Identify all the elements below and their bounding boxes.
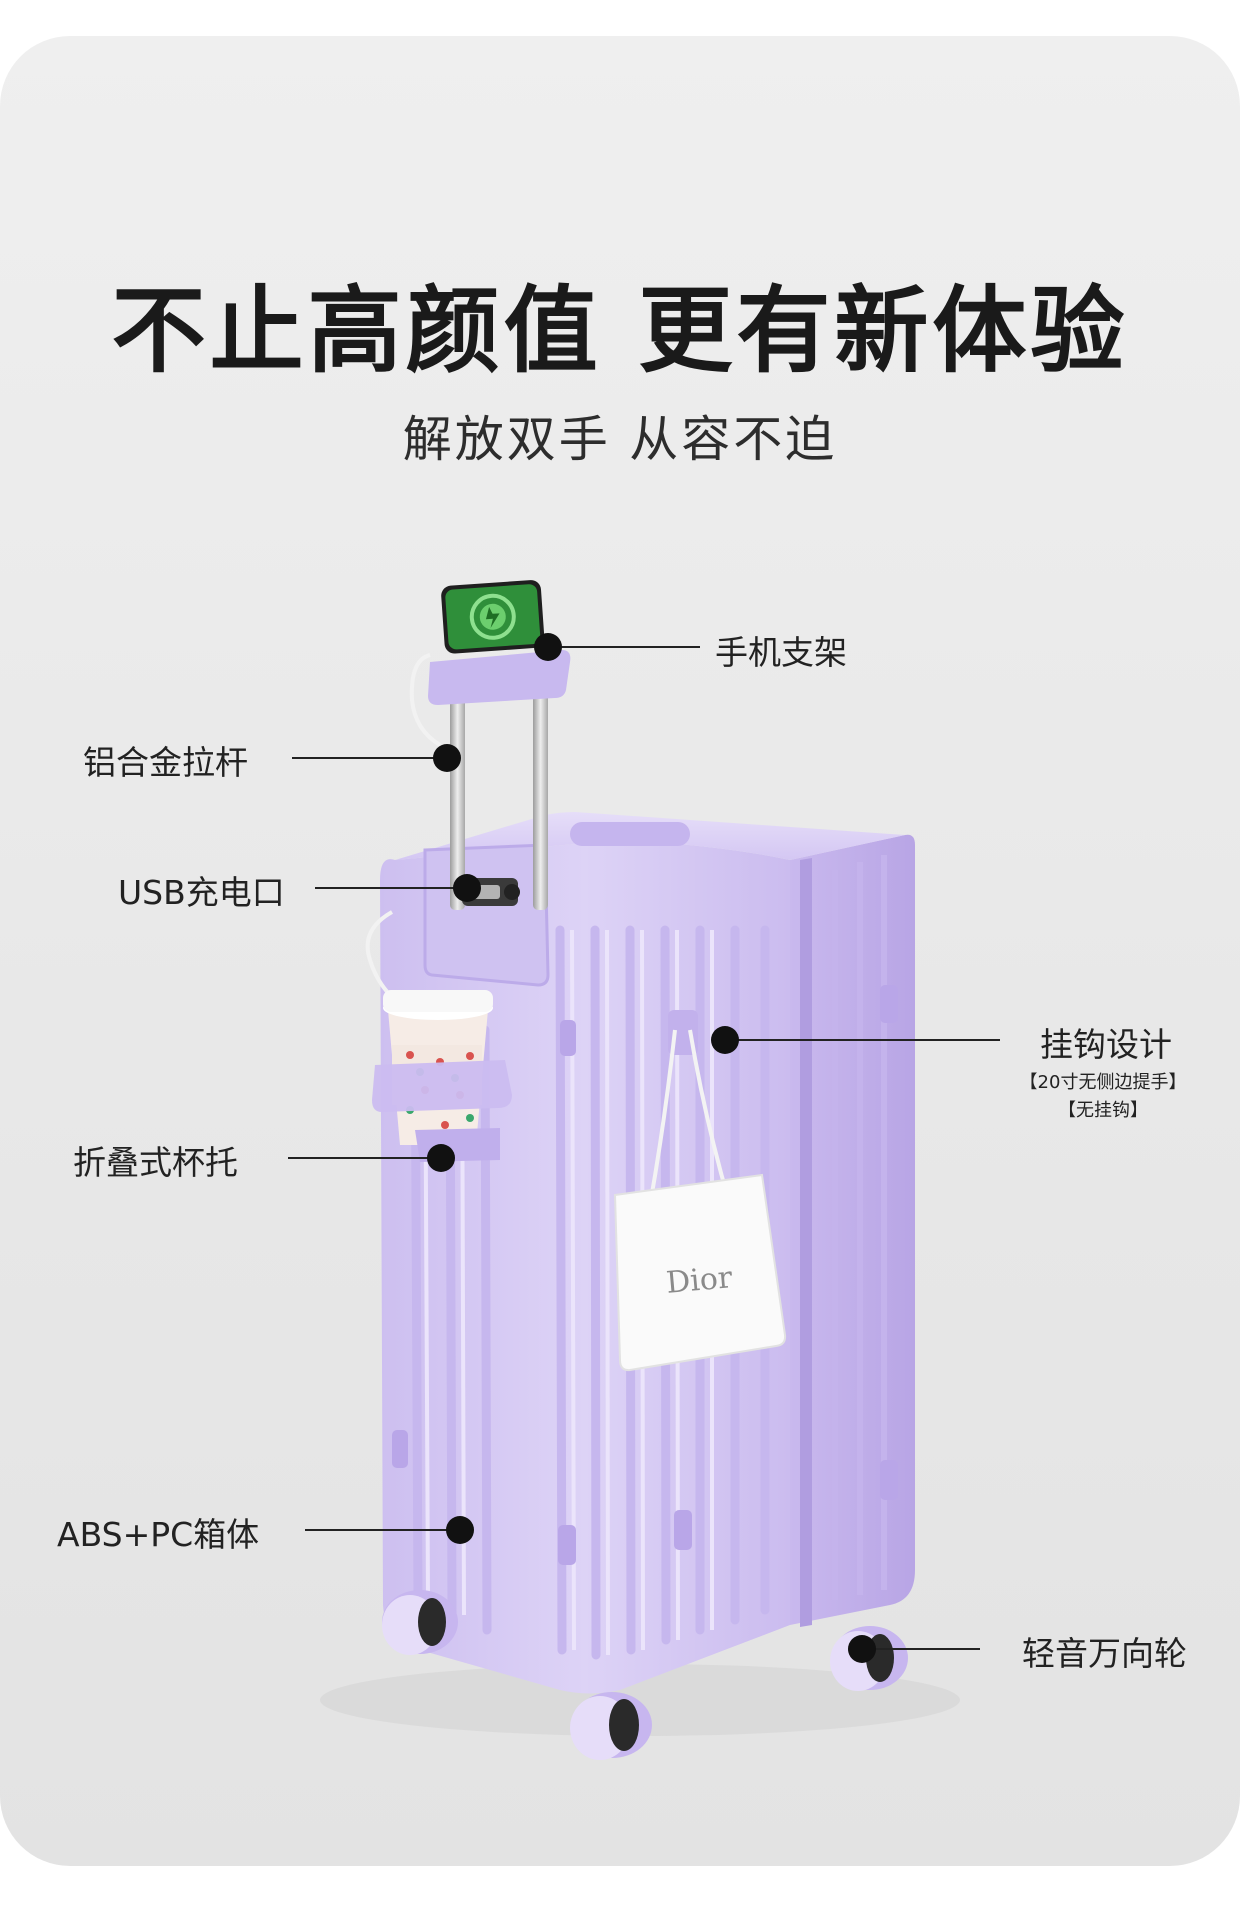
bag-brand-text: Dior [665, 1260, 735, 1301]
label-cup-holder: 折叠式杯托 [73, 1143, 238, 1182]
label-hook: 挂钩设计 [1040, 1025, 1172, 1064]
hook-note-2: 【无挂钩】 [1058, 1100, 1148, 1121]
label-wheels: 轻音万向轮 [1022, 1634, 1187, 1673]
tagline: 解放双手 从容不迫 [402, 411, 838, 468]
label-shell: ABS+PC箱体 [57, 1515, 260, 1554]
label-phone-holder: 手机支架 [715, 633, 847, 672]
headline: 不止高颜值 更有新体验 [111, 277, 1129, 386]
label-aluminum-handle: 铝合金拉杆 [83, 743, 248, 782]
label-usb-port: USB充电口 [118, 873, 285, 912]
hook-note-1: 【20寸无侧边提手】 [1019, 1072, 1187, 1093]
